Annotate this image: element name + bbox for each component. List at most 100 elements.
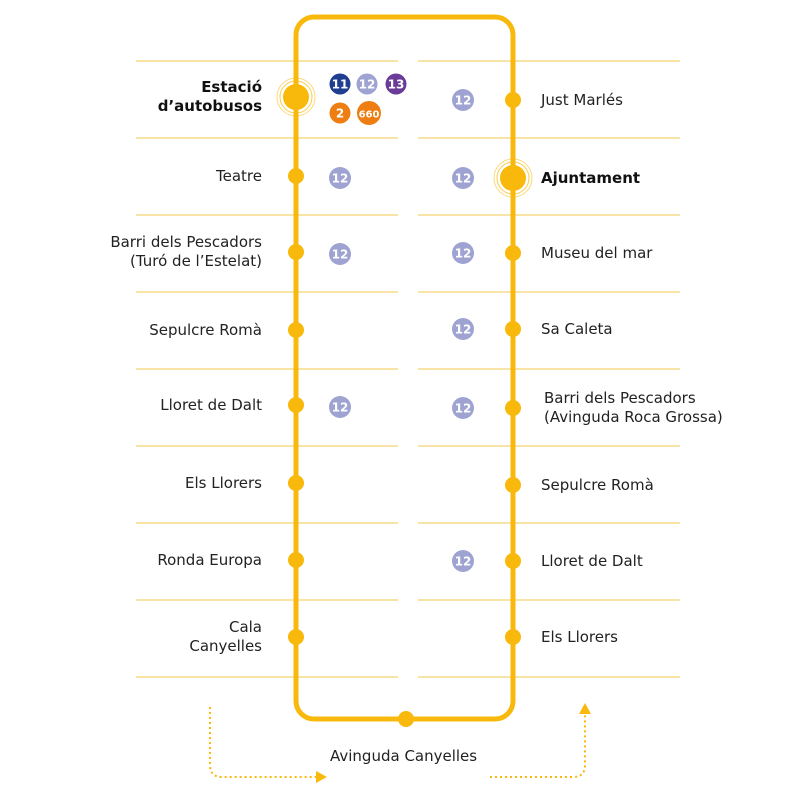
line-badge-12: 12: [452, 397, 474, 419]
line-badge-number: 12: [455, 402, 472, 416]
right-stop-label: Sepulcre Romà: [541, 476, 654, 495]
line-badge-circle: [329, 73, 351, 95]
right-stop-marker: [500, 165, 526, 191]
right-stop-label: Ajuntament: [541, 169, 640, 188]
line-badge-12: 12: [356, 73, 378, 95]
right-stop-marker: [505, 400, 521, 416]
right-stop-label: Els Llorers: [541, 628, 618, 647]
line-badge-number: 11: [332, 78, 349, 92]
stop-name-line1: Barri dels Pescadors: [110, 233, 262, 251]
line-badge-circle: [329, 243, 351, 265]
left-stop-label: Ronda Europa: [157, 551, 262, 570]
left-stop-marker: [288, 629, 304, 645]
line-badge-number: 12: [455, 172, 472, 186]
line-badge-circle: [329, 396, 351, 418]
right-stop-label: Barri dels Pescadors(Avinguda Roca Gross…: [544, 389, 723, 427]
line-badge-circle: [452, 397, 474, 419]
line-badge-circle: [452, 318, 474, 340]
line-badge-circle: [329, 102, 351, 124]
left-arrow-head: [316, 771, 327, 783]
line-badge-number: 12: [359, 78, 376, 92]
stop-name-line1: Els Llorers: [185, 473, 262, 492]
left-stop-marker: [288, 322, 304, 338]
stop-name-line2: (Avinguda Roca Grossa): [544, 408, 723, 426]
line-badge-12: 12: [452, 242, 474, 264]
line-badge-number: 2: [336, 107, 344, 121]
right-arrow-head: [579, 703, 591, 714]
line-badge-12: 12: [452, 89, 474, 111]
line-badge-11: 11: [329, 73, 351, 95]
right-stop-label: Lloret de Dalt: [541, 552, 643, 571]
line-badge-number: 12: [455, 94, 472, 108]
right-stop-marker: [505, 245, 521, 261]
stop-name-line1: Sepulcre Romà: [541, 475, 654, 494]
right-stop-marker: [505, 629, 521, 645]
left-stop-label: Els Llorers: [185, 474, 262, 493]
right-stop-label: Museu del mar: [541, 244, 652, 263]
stop-name-line1: Cala: [228, 618, 262, 636]
line-badge-12: 12: [452, 318, 474, 340]
stop-name-line1: Lloret de Dalt: [541, 551, 643, 570]
line-badge-number: 12: [455, 323, 472, 337]
row-separators: [136, 60, 680, 678]
stop-name-line1: Museu del mar: [541, 243, 653, 262]
line-badge-12: 12: [329, 243, 351, 265]
stop-name-line1: Ronda Europa: [157, 550, 262, 569]
left-stop-marker: [288, 475, 304, 491]
line-badge-circle: [452, 167, 474, 189]
left-stop-marker: [288, 168, 304, 184]
line-badge-circle: [329, 167, 351, 189]
right-stop-marker: [505, 321, 521, 337]
stop-name-line2: d’autobusos: [157, 97, 262, 115]
right-stop-halo-outer: [493, 158, 533, 198]
right-stop-marker: [505, 92, 521, 108]
left-stop-marker: [288, 552, 304, 568]
left-dotted-arrow-path: [209, 707, 317, 778]
route-loop-line: [293, 14, 516, 722]
line-badge-circle: [452, 550, 474, 572]
line-badge-circle: [452, 89, 474, 111]
stop-name-line1: Lloret de Dalt: [160, 395, 262, 414]
left-stop-label: Teatre: [216, 167, 262, 186]
line-badge-12: 12: [329, 167, 351, 189]
line-badge-circle: [385, 73, 407, 95]
right-stop-marker: [505, 553, 521, 569]
line-badge-13: 13: [385, 73, 407, 95]
direction-arrows: [209, 703, 591, 783]
stop-name-line1: Teatre: [216, 166, 262, 185]
stop-name-line1: Ajuntament: [541, 168, 641, 187]
left-stop-marker: [283, 84, 309, 110]
stop-name-line1: Sa Caleta: [541, 319, 613, 338]
stop-markers: [276, 77, 533, 727]
left-stop-halo-outer: [276, 77, 316, 117]
stop-name-line2: Canyelles: [189, 637, 262, 655]
stop-name-line1: Barri dels Pescadors: [544, 389, 696, 407]
line-badge-2: 2: [329, 102, 351, 124]
line-badge-circle: [452, 242, 474, 264]
left-stop-halo-inner: [279, 80, 313, 114]
right-stop-marker: [505, 477, 521, 493]
bottom-stop-label: Avinguda Canyelles: [330, 747, 478, 765]
left-stop-label: Sepulcre Romà: [149, 321, 262, 340]
line-badge-660: 660: [357, 101, 381, 125]
right-dotted-arrow-path: [490, 714, 586, 778]
right-stop-label: Sa Caleta: [541, 320, 613, 339]
stop-name-line1: Sepulcre Romà: [149, 320, 262, 339]
stop-name-line1: Estació: [201, 78, 262, 96]
right-stop-label: Just Marlés: [541, 91, 623, 110]
left-stop-marker: [288, 244, 304, 260]
left-stop-label: Barri dels Pescadors(Turó de l’Estelat): [110, 233, 262, 271]
line-badge-number: 12: [332, 172, 349, 186]
line-badge-number: 12: [332, 248, 349, 262]
bottom-stop-marker: [398, 711, 414, 727]
line-badge-number: 12: [332, 401, 349, 415]
line-badge-12: 12: [329, 396, 351, 418]
stop-name-line1: Els Llorers: [541, 627, 618, 646]
line-badge-circle: [357, 101, 381, 125]
line-badges: 11 12 13 2 660 12 12 12 12 12 12 12 12 12: [329, 73, 474, 572]
line-badge-number: 12: [455, 555, 472, 569]
left-stop-label: Lloret de Dalt: [160, 396, 262, 415]
